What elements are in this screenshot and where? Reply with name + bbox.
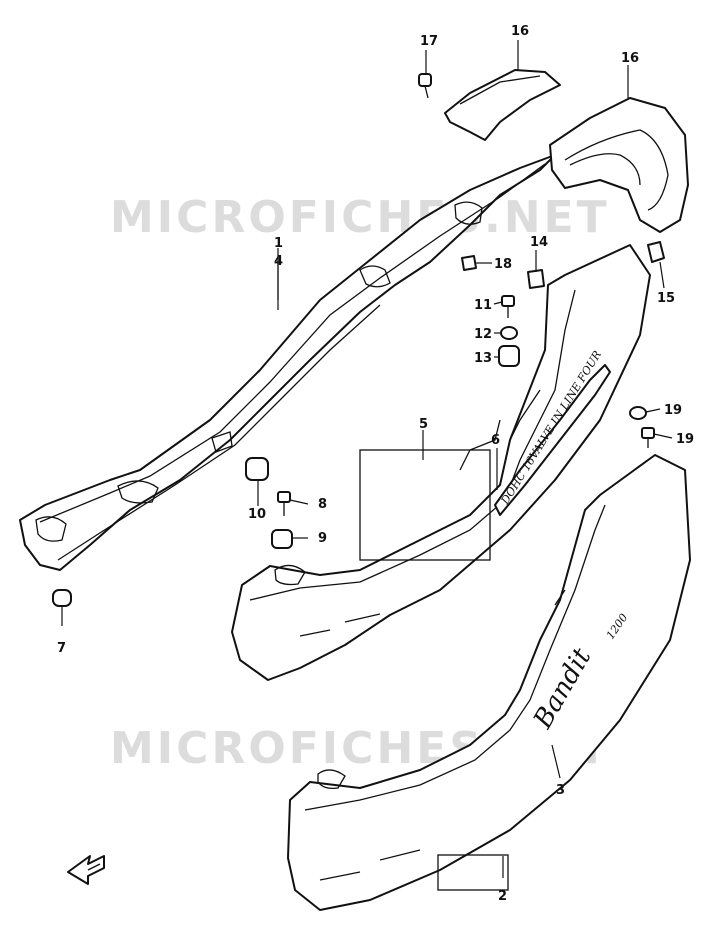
part-19-bolt-top <box>418 73 432 99</box>
callout-4: 4 <box>274 254 283 269</box>
part-18-handle-cover <box>444 69 561 141</box>
part-16-clip-left <box>527 269 545 289</box>
part-8-screw <box>277 491 291 516</box>
callout-10: 10 <box>248 507 266 522</box>
callout-15: 19 <box>664 403 682 418</box>
callout-16-left: 14 <box>530 235 548 250</box>
callout-7: 7 <box>57 641 66 656</box>
part-14-screw <box>641 427 655 448</box>
part-19-bolt-mid <box>461 255 477 271</box>
label-panel-2 <box>437 854 509 891</box>
callouts: 17 16 16 1 4 18 14 15 11 12 13 19 19 5 6… <box>57 24 694 904</box>
callout-11: 11 <box>474 298 492 313</box>
callout-5: 5 <box>419 417 428 432</box>
callout-14: 19 <box>676 432 694 447</box>
part-10-damper <box>245 457 269 481</box>
part-1-frame-cover <box>19 154 556 571</box>
callout-16-right: 15 <box>657 291 675 306</box>
callout-8: 8 <box>318 497 327 512</box>
watermark-top: MICROFICHES.NET <box>110 192 610 243</box>
callout-9: 9 <box>318 531 327 546</box>
callout-19-mid: 18 <box>494 257 512 272</box>
part-5-left-cover <box>231 244 651 681</box>
part-16-clip-right <box>647 241 665 263</box>
part-2-right-cover <box>287 454 691 911</box>
part-13-bushing <box>498 345 520 367</box>
part-15-washer <box>629 406 647 420</box>
part-9-nut <box>271 529 293 549</box>
callout-12: 12 <box>474 327 492 342</box>
part-11-screw <box>501 295 515 318</box>
part-12-washer <box>500 326 518 340</box>
callout-13: 13 <box>474 351 492 366</box>
callout-1: 1 <box>274 236 283 251</box>
callout-17: 16 <box>621 51 639 66</box>
part-7-grommet <box>52 589 72 607</box>
part-17-rear-piece <box>549 97 689 233</box>
callout-6: 6 <box>491 433 500 448</box>
callout-3: 3 <box>556 783 565 798</box>
arrow-left-icon <box>67 855 105 885</box>
callout-2: 2 <box>498 889 507 904</box>
callout-18: 16 <box>511 24 529 39</box>
callout-19-top: 17 <box>420 34 438 49</box>
label-panel-5 <box>359 449 491 561</box>
leader-lines <box>61 40 673 878</box>
